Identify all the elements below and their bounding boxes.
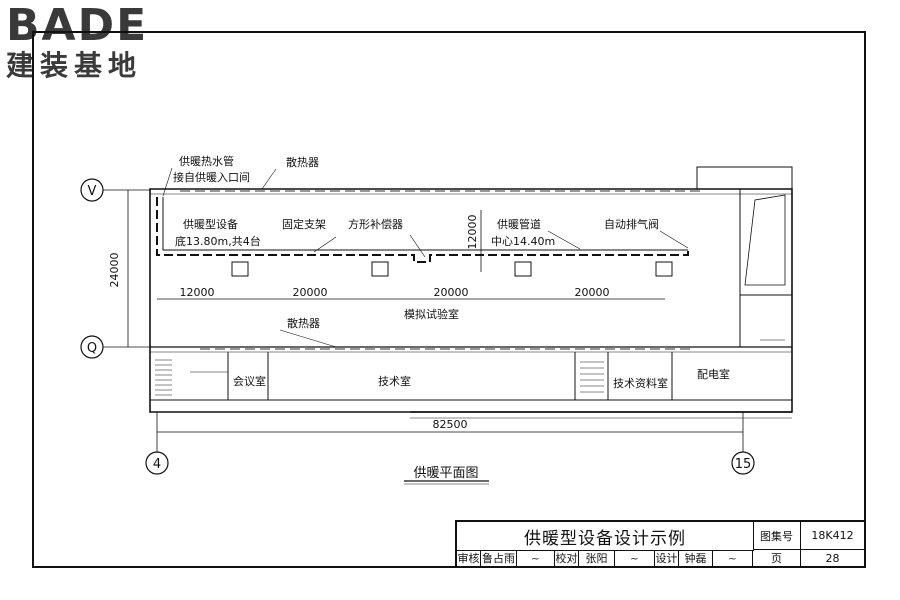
room-meeting: 会议室	[233, 374, 266, 388]
label-pipeline-center: 中心14.40m	[491, 235, 555, 248]
drawing-frame	[32, 31, 866, 568]
room-power: 配电室	[697, 367, 730, 381]
heating-unit	[231, 261, 249, 277]
heating-unit	[655, 261, 673, 277]
page-number: 28	[801, 550, 865, 567]
name-check: 张阳	[579, 550, 615, 567]
axis-4: 4	[153, 457, 161, 472]
room-tech: 技术室	[378, 374, 411, 388]
role-check: 校对	[555, 550, 579, 567]
label-air-valve: 自动排气阀	[604, 217, 659, 231]
axis-markers: V Q 4 15	[80, 178, 755, 475]
dim-span-1: 12000	[180, 286, 215, 299]
drawing-title: 供暖平面图	[413, 466, 478, 481]
leader-lines	[162, 167, 689, 348]
heating-pipeline	[156, 197, 689, 263]
label-equipment-detail: 底13.80m,共4台	[175, 234, 261, 248]
label-hot-water-pipe: 供暖热水管	[179, 154, 234, 168]
label-radiator-top: 散热器	[286, 155, 319, 169]
dim-span-4: 20000	[575, 286, 610, 299]
signature-check: ~	[615, 550, 655, 567]
title-block-title: 供暖型设备设计示例	[457, 522, 754, 551]
atlas-label: 图集号	[753, 522, 801, 550]
signature-review: ~	[517, 550, 555, 567]
heating-equipment-units	[231, 261, 673, 277]
name-design: 钟磊	[679, 550, 713, 567]
logo-latin: BADE	[6, 0, 149, 51]
name-review: 鲁占雨	[481, 550, 517, 567]
building-outline	[149, 166, 793, 419]
label-sim-lab: 模拟试验室	[404, 307, 459, 321]
title-block: 供暖型设备设计示例 图集号 18K412 审核 鲁占雨 ~ 校对 张阳 ~ 设计…	[455, 520, 865, 567]
annotation-labels: 供暖热水管 接自供暖入口间 散热器 供暖型设备 底13.80m,共4台 固定支架…	[173, 154, 730, 390]
role-design: 设计	[655, 550, 679, 567]
dim-span-2: 20000	[293, 286, 328, 299]
bade-logo: BADE 建装基地	[6, 4, 178, 82]
label-equipment: 供暖型设备	[183, 217, 238, 231]
label-fixed-support: 固定支架	[282, 217, 326, 231]
dim-inner-12000: 12000	[466, 215, 479, 250]
room-tech-data: 技术资料室	[613, 376, 668, 390]
label-pipe-source: 接自供暖入口间	[173, 170, 250, 184]
heating-unit	[371, 261, 389, 277]
dim-overall-82500: 82500	[433, 418, 468, 431]
label-radiator-bottom: 散热器	[287, 316, 320, 330]
heating-unit	[514, 261, 532, 277]
label-pipeline: 供暖管道	[497, 217, 541, 231]
atlas-number: 18K412	[801, 522, 865, 550]
role-review: 审核	[457, 550, 481, 567]
page-label: 页	[753, 550, 801, 567]
logo-chinese: 建装基地	[6, 49, 143, 82]
dimension-lines	[127, 190, 743, 433]
axis-15: 15	[735, 457, 752, 472]
signature-design: ~	[713, 550, 753, 567]
axis-q: Q	[87, 341, 97, 356]
dim-vertical-24000: 24000	[108, 253, 121, 288]
label-compensator: 方形补偿器	[348, 217, 403, 231]
axis-v: V	[88, 184, 97, 199]
dim-span-3: 20000	[434, 286, 469, 299]
